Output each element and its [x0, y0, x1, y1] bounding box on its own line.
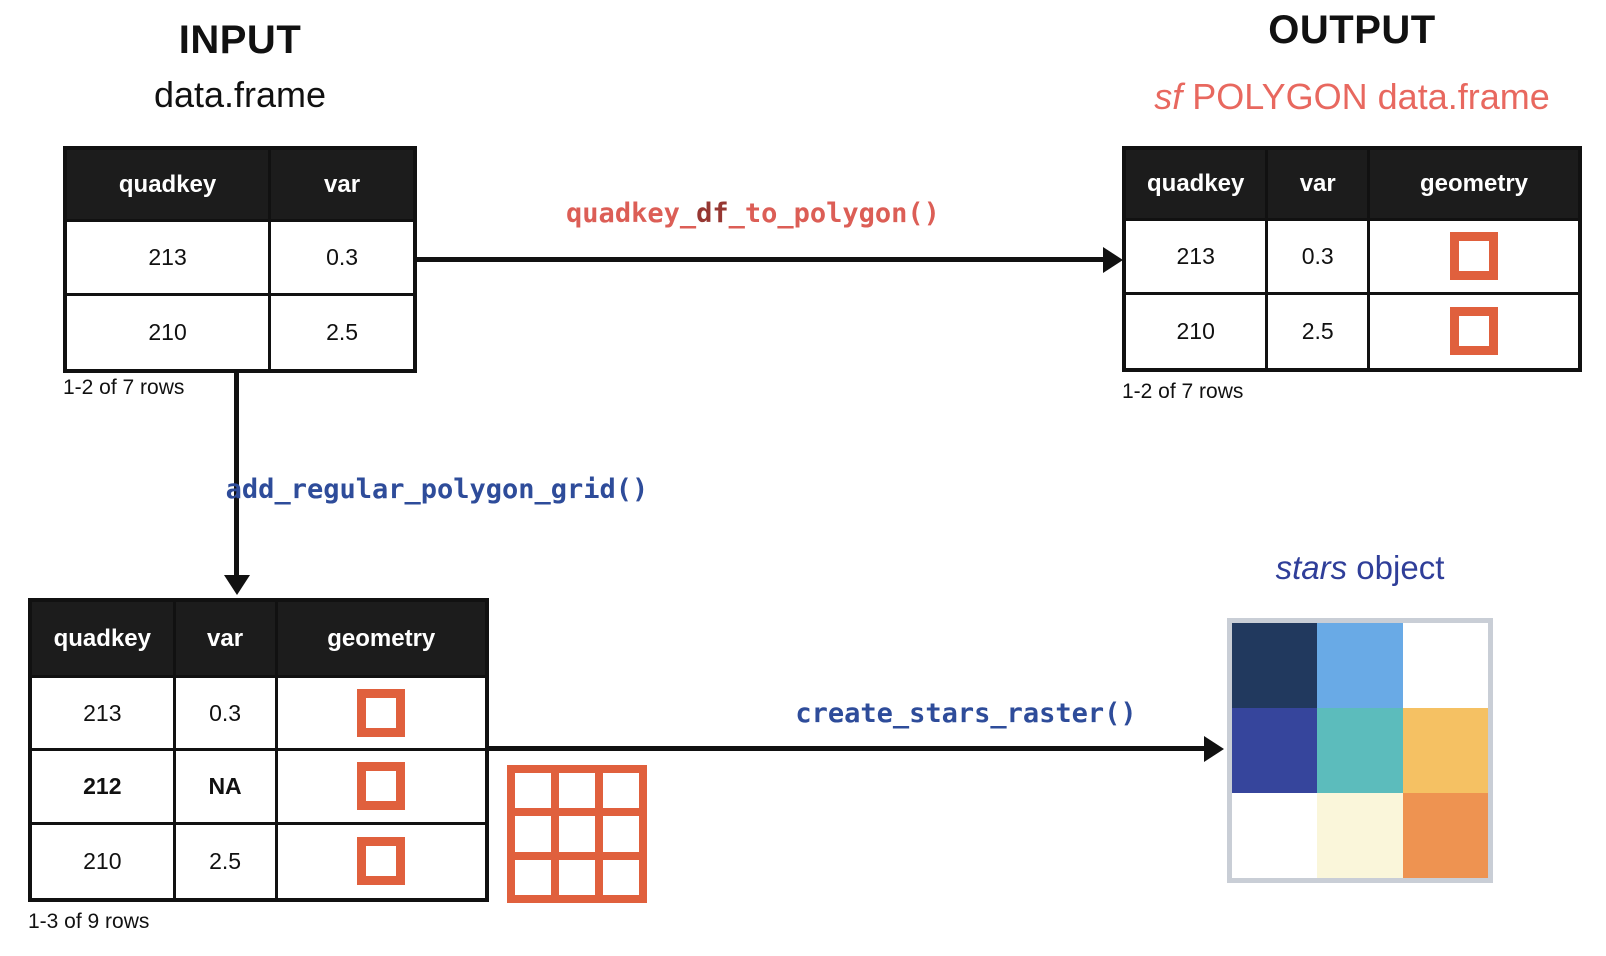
arrow-input-to-output-head — [1103, 247, 1123, 273]
arrow-table-to-raster — [489, 746, 1207, 751]
fn-label-add-regular-polygon-grid: add_regular_polygon_grid() — [225, 474, 649, 505]
input-subtitle: data.frame — [153, 74, 327, 115]
raster-cell — [1317, 708, 1403, 793]
output-table-cell: 2.5 — [1268, 294, 1371, 368]
grid-table-header-var: var — [175, 602, 278, 678]
output-table-header-geometry: geometry — [1370, 150, 1578, 221]
polygon-icon — [357, 837, 406, 886]
grid-table-cell-geometry — [277, 678, 485, 752]
raster-cell — [1317, 793, 1403, 878]
grid-table-cell: 2.5 — [175, 824, 278, 898]
grid-icon-cell — [603, 859, 639, 895]
output-table-header-quadkey: quadkey — [1126, 150, 1269, 221]
input-table-cell: 210 — [67, 295, 272, 369]
stars-title-rest: object — [1347, 549, 1445, 586]
grid-icon-cell — [515, 859, 551, 895]
input-table-cell: 2.5 — [271, 295, 413, 369]
grid-table-cell: 0.3 — [175, 678, 278, 752]
grid-table: quadkey var geometry 213 0.3 212 NA 210 … — [28, 598, 489, 902]
polygon-icon — [1450, 307, 1499, 356]
raster-cell — [1402, 708, 1488, 793]
grid-icon-cell — [515, 816, 551, 852]
raster-cell — [1232, 623, 1318, 708]
grid-table-cell: 212 — [32, 751, 176, 825]
arrow-input-to-output — [417, 257, 1106, 262]
raster-cell — [1232, 793, 1318, 878]
output-table: quadkey var geometry 213 0.3 210 2.5 — [1122, 146, 1582, 372]
arrow-input-to-grid-table — [234, 373, 239, 576]
grid-icon-cell — [559, 859, 595, 895]
grid-table-cell-geometry — [277, 824, 485, 898]
stars-title-italic: stars — [1275, 549, 1348, 586]
stars-title: stars object — [1197, 549, 1523, 587]
output-table-cell-geometry — [1370, 294, 1578, 368]
input-table-caption: 1-2 of 7 rows — [63, 376, 185, 399]
grid-table-cell: NA — [175, 751, 278, 825]
grid-icon-cell — [603, 773, 639, 809]
stars-raster — [1227, 618, 1493, 883]
regular-grid-icon — [507, 765, 647, 903]
fn-label-create-stars-raster: create_stars_raster() — [795, 698, 1137, 729]
output-title: OUTPUT — [1268, 8, 1436, 52]
fn-part-df: df — [696, 198, 729, 229]
arrow-input-to-grid-table-head — [224, 575, 250, 595]
raster-cell — [1317, 623, 1403, 708]
grid-icon-cell — [515, 773, 551, 809]
arrow-table-to-raster-head — [1204, 736, 1224, 762]
grid-icon-cell — [559, 773, 595, 809]
output-table-cell-geometry — [1370, 221, 1578, 295]
grid-table-cell: 210 — [32, 824, 176, 898]
grid-table-header-geometry: geometry — [277, 602, 485, 678]
fn-part: _to_polygon() — [728, 198, 940, 229]
polygon-icon — [1450, 232, 1499, 281]
raster-cell — [1402, 793, 1488, 878]
output-subtitle-rest: POLYGON data.frame — [1182, 76, 1550, 117]
grid-table-header-quadkey: quadkey — [32, 602, 176, 678]
fn-label-quadkey-df-to-polygon: quadkey_df_to_polygon() — [553, 198, 953, 230]
input-table-header-var: var — [271, 150, 413, 222]
polygon-icon — [357, 689, 406, 738]
output-table-header-var: var — [1268, 150, 1371, 221]
output-table-cell: 210 — [1126, 294, 1269, 368]
raster-cell — [1402, 623, 1488, 708]
grid-table-cell-geometry — [277, 751, 485, 825]
grid-table-cell: 213 — [32, 678, 176, 752]
grid-icon-cell — [559, 816, 595, 852]
input-table-header-quadkey: quadkey — [67, 150, 272, 222]
output-subtitle-sf: sf — [1154, 76, 1183, 117]
grid-icon-cell — [603, 816, 639, 852]
input-table-cell: 213 — [67, 222, 272, 296]
fn-part: quadkey_ — [566, 198, 697, 229]
raster-cell — [1232, 708, 1318, 793]
input-table-cell: 0.3 — [271, 222, 413, 296]
output-table-cell: 0.3 — [1268, 221, 1371, 295]
output-subtitle: sf POLYGON data.frame — [1082, 76, 1606, 118]
grid-table-caption: 1-3 of 9 rows — [28, 910, 150, 933]
input-title: INPUT — [178, 18, 302, 62]
output-table-caption: 1-2 of 7 rows — [1122, 380, 1244, 403]
polygon-icon — [357, 762, 406, 811]
output-table-cell: 213 — [1126, 221, 1269, 295]
input-table: quadkey var 213 0.3 210 2.5 — [63, 146, 417, 373]
